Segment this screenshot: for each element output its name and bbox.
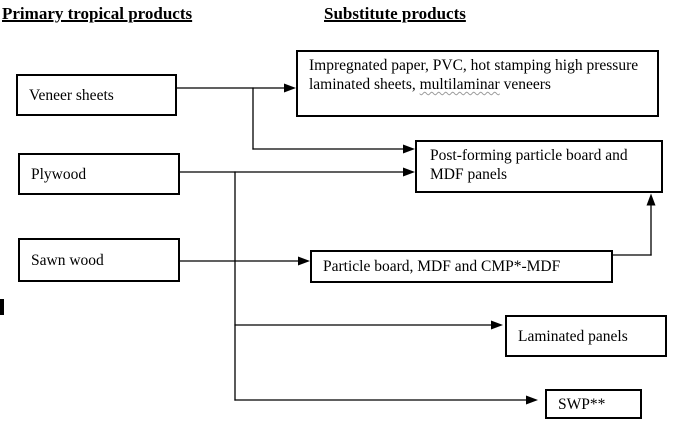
box-label: Post-forming particle board and MDF pane… <box>430 147 628 183</box>
box-veneer-sheets: Veneer sheets <box>16 74 177 116</box>
box-particle-board-mdf: Particle board, MDF and CMP*-MDF <box>310 250 613 283</box>
box-postforming-particle-board: Post-forming particle board and MDF pane… <box>415 140 663 193</box>
box-label: SWP** <box>558 395 606 413</box>
column-header-primary: Primary tropical products <box>2 4 193 23</box>
misspelled-word: multilaminar <box>419 76 500 93</box>
box-label: Particle board, MDF and CMP*-MDF <box>323 258 561 275</box>
box-swp: SWP** <box>545 389 642 419</box>
box-label: Sawn wood <box>31 251 104 269</box>
box-label: Veneer sheets <box>29 86 114 104</box>
arrowhead-plywood-swp <box>526 395 538 405</box>
arrowhead-plywood-laminated <box>491 320 503 330</box>
stray-mark <box>0 299 4 315</box>
box-laminated-panels: Laminated panels <box>505 315 667 357</box>
box-label: veneers <box>499 76 551 93</box>
box-label: Laminated panels <box>518 327 628 345</box>
arrowhead-particle-postforming <box>646 193 656 206</box>
column-header-substitute: Substitute products <box>324 4 466 23</box>
arrowhead-veneer-postforming <box>403 144 415 154</box>
arrowhead-sawn-particle <box>298 256 310 266</box>
box-label: Impregnated paper, PVC, hot stamping hig… <box>309 57 639 93</box>
box-label: Plywood <box>31 165 87 183</box>
arrowhead-plywood-postforming <box>403 167 415 177</box>
box-impregnated-paper: Impregnated paper, PVC, hot stamping hig… <box>296 50 659 117</box>
box-sawn-wood: Sawn wood <box>18 238 180 282</box>
arrowhead-veneer-impregnated <box>284 83 296 93</box>
box-plywood: Plywood <box>18 153 180 195</box>
